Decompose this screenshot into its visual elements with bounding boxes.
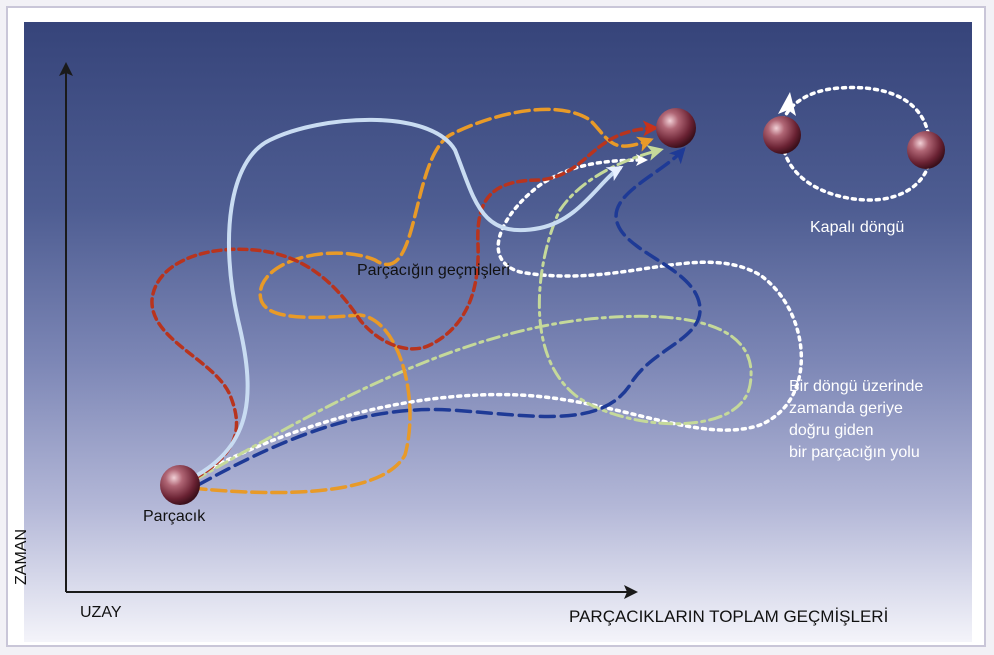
loop-path-line-1: Bir döngü üzerinde: [789, 378, 924, 395]
path-white-dotted: [190, 154, 804, 480]
sum-over-histories-label: PARÇACIKLARIN TOPLAM GEÇMİŞLERİ: [569, 607, 889, 626]
diagram-background: [24, 22, 972, 642]
closed-loop-path: [780, 85, 932, 202]
particle-start: [160, 465, 200, 505]
closed-loop-label: Kapalı döngü: [810, 219, 905, 236]
particle-end: [656, 108, 696, 148]
space-axis-label: UZAY: [80, 604, 122, 621]
loop-path-line-2: zamanda geriye: [789, 400, 903, 417]
path-light-solid: [190, 117, 624, 480]
loop-path-line-4: bir parçacığın yolu: [789, 444, 920, 461]
histories-label: Parçacığın geçmişleri: [357, 262, 510, 279]
loop-path-line-3: doğru giden: [789, 422, 874, 439]
loop-particle-left: [763, 116, 801, 154]
loop-path-label: Bir döngü üzerinde zamanda geriye doğru …: [789, 376, 979, 464]
path-orange-dashed: [190, 107, 654, 495]
closed-loop-arrowhead: [778, 92, 796, 116]
path-green-dashdot: [193, 145, 753, 482]
time-axis-label: ZAMAN: [13, 529, 30, 585]
loop-particle-right: [907, 131, 945, 169]
particle-label: Parçacık: [143, 508, 206, 525]
path-red-dashed: [150, 120, 659, 480]
path-navy-dashed: [196, 147, 702, 487]
